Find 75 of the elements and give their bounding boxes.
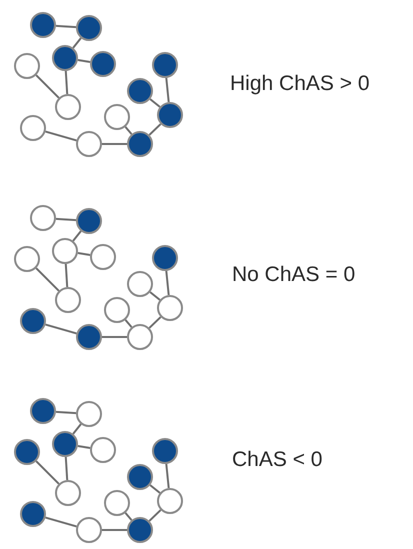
empty-node-circle [14,53,40,79]
edge-line [124,126,132,135]
filled-node-circle [127,517,153,543]
edge-line [72,38,82,48]
edge-line [124,512,132,521]
empty-node-circle [90,244,116,270]
filled-node-circle [152,52,178,78]
edge-line [165,78,170,102]
empty-node-circle [55,480,81,506]
edge-line [102,143,127,145]
empty-node-circle [104,297,130,323]
filled-node-circle [30,398,56,424]
edge-line [35,460,60,485]
edge-line [150,98,160,108]
empty-node-circle [76,131,102,157]
edge-line [56,218,76,222]
filled-node-circle [14,439,40,465]
empty-node-circle [20,115,46,141]
empty-node-circle [14,246,40,272]
category-label: High ChAS > 0 [230,72,370,96]
edge-line [35,74,60,99]
filled-node-circle [127,464,153,490]
edge-line [45,516,77,528]
empty-node-circle [127,324,153,350]
edge-line [64,70,68,94]
edge-line [148,316,162,329]
category-label: No ChAS = 0 [232,263,356,287]
category-label: ChAS < 0 [232,448,322,472]
filled-node-circle [127,131,153,157]
edge-line [35,267,60,292]
edge-line [72,424,82,434]
empty-node-circle [127,271,153,297]
edge-line [78,59,90,63]
empty-node-circle [55,94,81,120]
edge-line [56,410,76,414]
edge-line [165,464,170,488]
filled-node-circle [76,208,102,234]
edge-line [64,264,68,288]
empty-node-circle [55,287,81,313]
empty-node-circle [157,295,183,321]
filled-node-circle [52,45,78,71]
edge-line [78,252,90,256]
edge-line [64,456,68,480]
empty-node-circle [52,238,78,264]
filled-node-circle [30,12,56,38]
empty-node-circle [104,490,130,516]
filled-node-circle [157,102,183,128]
edge-line [148,509,162,522]
filled-node-circle [76,324,102,350]
filled-node-circle [90,51,116,77]
edge-line [124,319,132,328]
edge-line [148,123,162,136]
edge-line [102,529,127,531]
filled-node-circle [20,308,46,334]
filled-node-circle [127,78,153,104]
filled-node-circle [152,438,178,464]
empty-node-circle [157,488,183,514]
edge-line [45,324,77,334]
edge-line [150,484,160,494]
filled-node-circle [20,501,46,527]
empty-node-circle [76,401,102,427]
filled-node-circle [76,15,102,41]
edge-line [45,130,77,142]
edge-line [165,270,170,296]
filled-node-circle [52,431,78,457]
edge-line [78,445,90,449]
empty-node-circle [30,205,56,231]
empty-node-circle [90,437,116,463]
edge-line [102,336,127,338]
filled-node-circle [152,245,178,271]
empty-node-circle [104,104,130,130]
edge-line [56,24,76,28]
edge-line [72,230,82,242]
edge-line [150,291,160,301]
empty-node-circle [76,517,102,543]
